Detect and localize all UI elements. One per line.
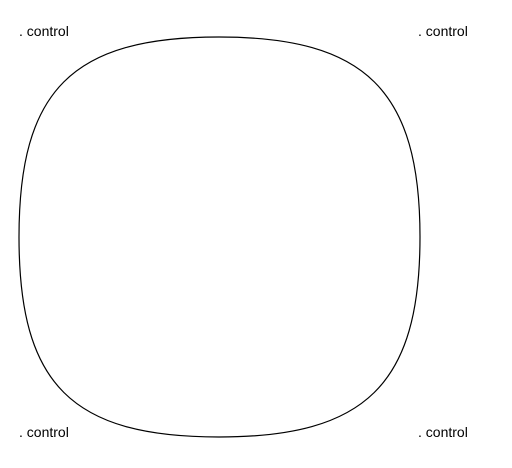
- control-label-bottom-left: . control: [19, 424, 69, 440]
- control-label-top-left: . control: [19, 23, 69, 39]
- rounded-curve-shape: [18, 36, 421, 438]
- control-label-bottom-right: . control: [418, 424, 468, 440]
- control-label-top-right: . control: [418, 23, 468, 39]
